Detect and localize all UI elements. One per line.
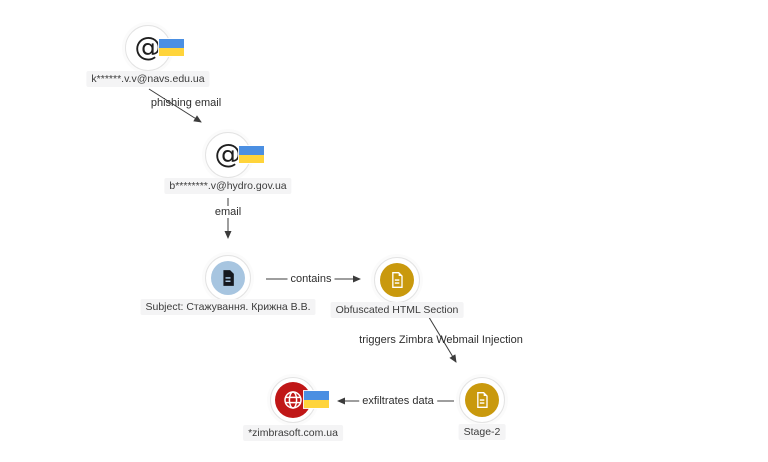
edge-label-email: email bbox=[211, 206, 245, 218]
node-label-sender-email: k******.v.v@navs.edu.ua bbox=[86, 71, 210, 87]
edge-label-contains: contains bbox=[287, 273, 335, 285]
node-label-recipient-email: b********.v@hydro.gov.ua bbox=[164, 178, 292, 194]
node-label-stage-2: Stage-2 bbox=[458, 424, 506, 440]
email-at-icon: @ bbox=[134, 31, 162, 63]
edge-label-triggers-injection: triggers Zimbra Webmail Injection bbox=[359, 334, 523, 346]
document-node-disc bbox=[380, 263, 414, 297]
edge-label-exfiltrates-data: exfiltrates data bbox=[359, 395, 437, 407]
document-node-disc bbox=[211, 261, 245, 295]
document-node-circle[interactable] bbox=[205, 255, 251, 301]
document-icon bbox=[392, 272, 403, 288]
edge-label-phishing-email: phishing email bbox=[150, 97, 222, 109]
document-node-circle[interactable] bbox=[374, 257, 420, 303]
document-icon bbox=[477, 392, 488, 408]
email-node-circle[interactable]: @ bbox=[125, 25, 171, 71]
ukraine-flag-icon bbox=[239, 146, 264, 163]
ukraine-flag-icon bbox=[304, 391, 329, 408]
document-node-circle[interactable] bbox=[459, 377, 505, 423]
globe-icon bbox=[284, 391, 302, 409]
ukraine-flag-icon bbox=[159, 39, 184, 56]
node-label-obfuscated-html: Obfuscated HTML Section bbox=[330, 302, 464, 318]
edge-phishing-email bbox=[148, 88, 202, 123]
node-label-exfil-domain: *zimbrasoft.com.ua bbox=[243, 425, 343, 441]
edge-triggers-injection bbox=[426, 313, 457, 363]
domain-node-disc bbox=[275, 382, 311, 418]
document-node-disc bbox=[465, 383, 499, 417]
email-at-icon: @ bbox=[214, 138, 242, 170]
document-icon bbox=[223, 270, 234, 286]
node-label-email-subject: Subject: Стажування. Крижна В.В. bbox=[140, 299, 316, 315]
